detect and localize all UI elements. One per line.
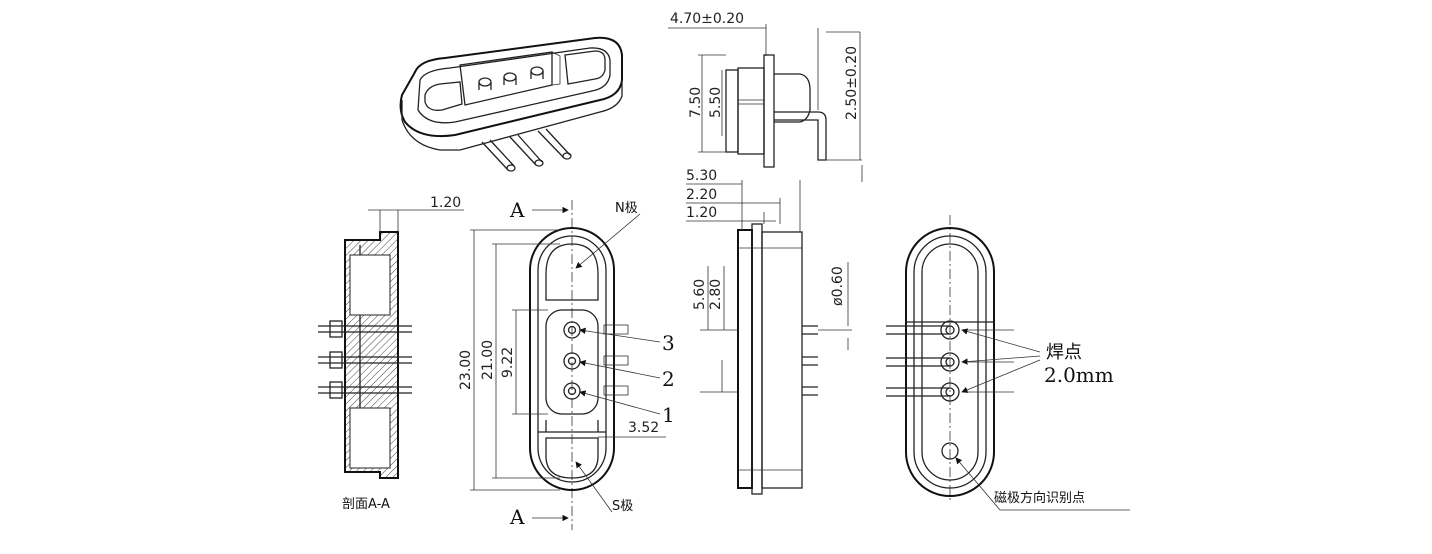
s-pole-label: S极: [612, 499, 633, 514]
dim-top-width: 4.70±0.20: [670, 11, 744, 27]
dim-2300: 23.00: [458, 350, 474, 390]
section-view: 1.20 剖面A-A: [318, 195, 464, 512]
dim-060: ø0.60: [830, 266, 846, 306]
pin-3-label: 3: [662, 331, 675, 355]
dim-560: 5.60: [692, 279, 708, 310]
dim-220: 2.20: [686, 187, 717, 203]
dim-120-mid: 1.20: [686, 205, 717, 221]
solder-point-label: 焊点: [1046, 342, 1082, 363]
section-label: 剖面A-A: [342, 497, 390, 512]
solder-size-label: 2.0mm: [1044, 363, 1114, 387]
n-pole-label: N极: [615, 201, 638, 216]
front-view: A A 23.00 21.00 9.22 3.52 N极 S极: [458, 198, 675, 530]
dim-280: 2.80: [708, 279, 724, 310]
middle-side-view: 5.30 2.20 1.20 5.60 2.80 ø0.60: [686, 168, 852, 495]
dim-550: 5.50: [708, 87, 724, 118]
dim-922: 9.22: [500, 347, 516, 378]
orientation-mark-label: 磁极方向识别点: [994, 490, 1085, 506]
isometric-view: [399, 36, 623, 172]
section-pins: [318, 320, 412, 399]
back-view: 焊点 2.0mm 磁极方向识别点: [886, 215, 1130, 511]
dim-530: 5.30: [686, 168, 717, 184]
dim-120-left: 1.20: [430, 195, 461, 211]
dim-2100: 21.00: [480, 340, 496, 380]
dim-top-height: 2.50±0.20: [844, 46, 860, 120]
dim-352: 3.52: [628, 420, 659, 436]
dim-750: 7.50: [688, 87, 704, 118]
pin-1-label: 1: [662, 403, 675, 427]
top-side-view: 4.70±0.20 7.50 5.50 2.50±0.20: [668, 11, 863, 182]
section-marker-bottom: A: [509, 505, 525, 529]
pin-2-label: 2: [662, 367, 675, 391]
section-marker-top: A: [509, 198, 525, 222]
